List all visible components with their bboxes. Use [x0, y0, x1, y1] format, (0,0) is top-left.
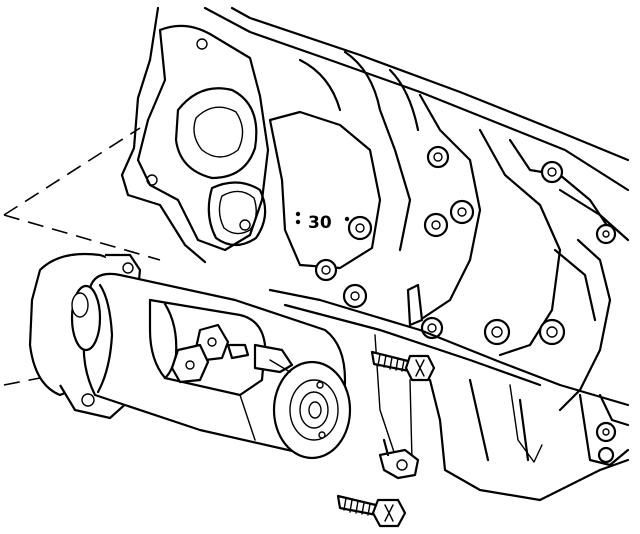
starter-motor	[28, 252, 352, 460]
callout-label: 30	[308, 213, 332, 233]
starter-bolt-lower	[336, 494, 407, 528]
callout-dot-right	[344, 216, 350, 222]
engine-block	[120, 6, 630, 502]
callout: 30	[295, 211, 350, 233]
alignment-lines	[3, 127, 161, 386]
callout-dot-left-2	[295, 219, 301, 225]
callout-dot-left	[295, 211, 301, 217]
ground-terminal	[378, 438, 420, 480]
starter-bolt-upper	[370, 350, 436, 382]
